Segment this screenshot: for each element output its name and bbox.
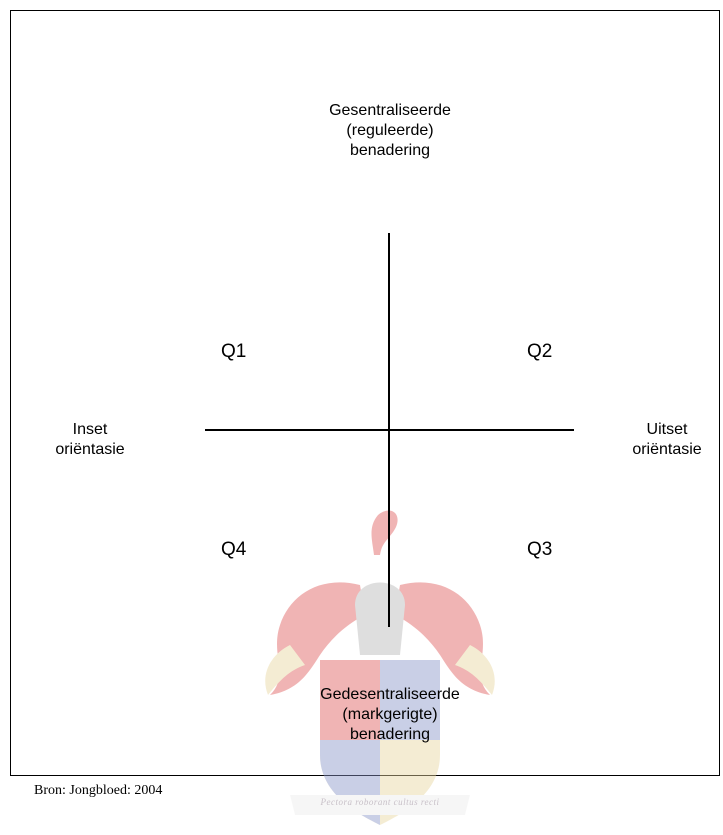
quadrant-q1: Q1 (221, 341, 247, 362)
source-citation: Bron: Jongbloed: 2004 (34, 783, 163, 798)
horizontal-axis (205, 429, 574, 431)
quadrant-q2: Q2 (527, 341, 553, 362)
top-axis-label: Gesentraliseerde (reguleerde) benadering (329, 102, 451, 159)
diagram-frame (10, 10, 720, 776)
right-axis-label: Uitset oriëntasie (632, 421, 702, 458)
bottom-axis-label: Gedesentraliseerde (markgerigte) benader… (320, 686, 460, 743)
quadrant-q4: Q4 (221, 539, 247, 560)
left-axis-label: Inset oriëntasie (55, 421, 125, 458)
quadrant-q3: Q3 (527, 539, 553, 560)
university-crest-watermark (265, 510, 495, 825)
crest-motto: Pectora roborant cultus recti (320, 797, 440, 807)
